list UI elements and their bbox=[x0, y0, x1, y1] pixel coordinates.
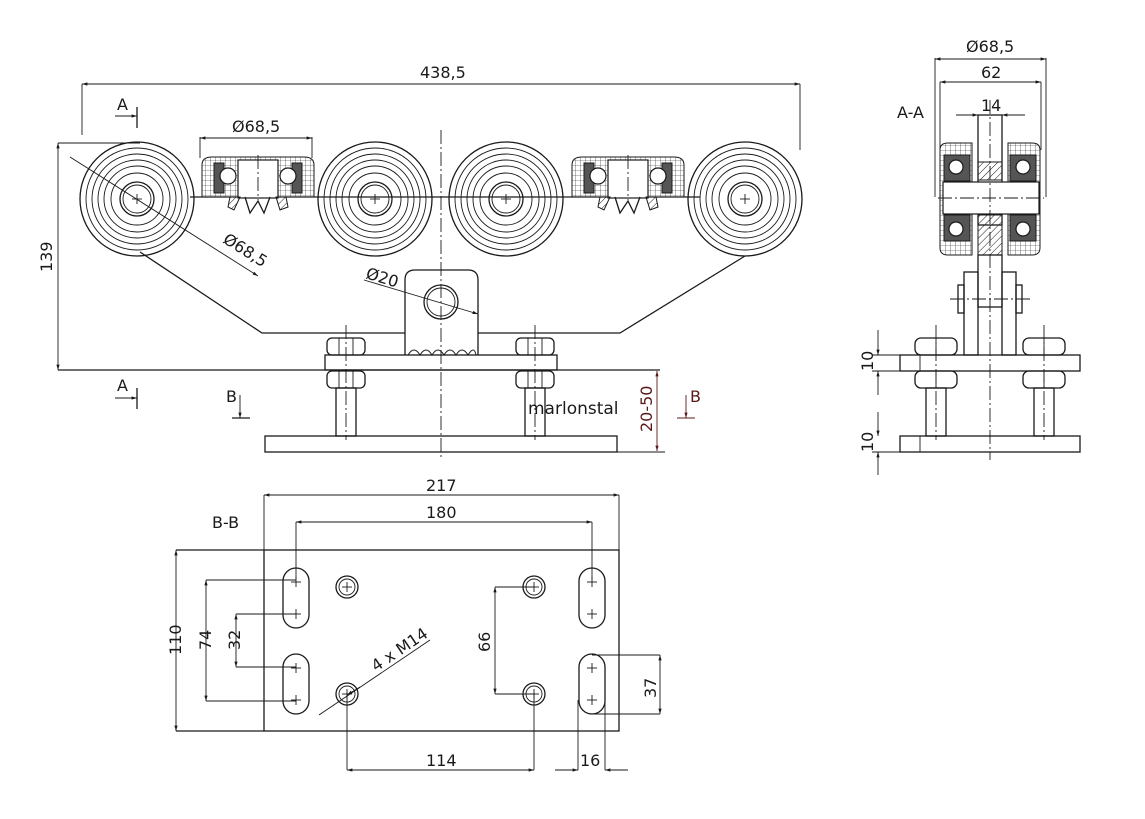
threaded-hole bbox=[335, 575, 359, 599]
svg-text:Ø68,5: Ø68,5 bbox=[232, 117, 280, 136]
bolt-right bbox=[515, 325, 555, 440]
svg-text:B: B bbox=[226, 387, 237, 406]
slots-group bbox=[282, 567, 606, 715]
guide-roller-left bbox=[201, 155, 315, 215]
section-aa-view: A-A Ø68,5 62 14 bbox=[858, 37, 1081, 475]
wheels-group bbox=[79, 141, 803, 257]
svg-text:14: 14 bbox=[981, 96, 1001, 115]
section-marker-a-top: A bbox=[115, 95, 138, 128]
guide-roller-right bbox=[571, 155, 685, 215]
section-marker-b-right: B bbox=[677, 387, 701, 419]
overall-length-label: 438,5 bbox=[420, 63, 466, 82]
dimension-guide-roller: Ø68,5 bbox=[199, 117, 313, 158]
svg-text:10: 10 bbox=[858, 432, 877, 452]
body-right-edge bbox=[478, 255, 746, 334]
svg-text:74: 74 bbox=[196, 630, 215, 650]
mounting-slot bbox=[578, 653, 606, 715]
mounting-slot bbox=[282, 567, 310, 629]
svg-text:217: 217 bbox=[426, 476, 457, 495]
section-bb-title: B-B bbox=[212, 513, 239, 532]
svg-text:37: 37 bbox=[641, 678, 660, 698]
base-plate-outline bbox=[263, 549, 620, 732]
pin-bracket bbox=[404, 269, 479, 356]
bolt-left bbox=[326, 325, 366, 440]
dimension-pin-diameter: Ø20 bbox=[364, 264, 479, 315]
svg-text:20-50: 20-50 bbox=[637, 386, 656, 433]
wheel bbox=[687, 141, 803, 257]
front-view: 438,5 139 A A bbox=[37, 63, 803, 460]
svg-text:Ø20: Ø20 bbox=[364, 264, 401, 292]
holes-group bbox=[335, 575, 546, 706]
svg-text:4 x M14: 4 x M14 bbox=[368, 624, 432, 676]
wheel bbox=[448, 141, 564, 257]
body-left-edge bbox=[139, 251, 405, 334]
svg-text:B: B bbox=[690, 387, 701, 406]
svg-text:32: 32 bbox=[225, 630, 244, 650]
section-bb-view: B-B 217 180 110 74 32 4 x M14 bbox=[166, 476, 662, 772]
mounting-slot bbox=[282, 653, 310, 715]
svg-text:A: A bbox=[117, 95, 128, 114]
svg-text:Ø68,5: Ø68,5 bbox=[220, 229, 271, 271]
dimension-overall-length: 438,5 bbox=[81, 63, 801, 150]
dimension-adjust-range: 20-50 bbox=[637, 371, 659, 451]
section-marker-b-left: B bbox=[226, 387, 250, 419]
base-plate bbox=[264, 435, 618, 453]
svg-text:110: 110 bbox=[166, 624, 185, 655]
svg-text:10: 10 bbox=[858, 351, 877, 371]
dimension-height: 139 bbox=[37, 142, 140, 371]
wheel bbox=[79, 141, 195, 257]
height-label: 139 bbox=[37, 241, 56, 272]
svg-text:180: 180 bbox=[426, 503, 457, 522]
svg-text:Ø68,5: Ø68,5 bbox=[966, 37, 1014, 56]
wheel bbox=[317, 141, 433, 257]
svg-text:62: 62 bbox=[981, 63, 1001, 82]
svg-text:66: 66 bbox=[475, 632, 494, 652]
mounting-slot bbox=[578, 567, 606, 629]
section-marker-a-bottom: A bbox=[115, 376, 138, 409]
svg-text:16: 16 bbox=[580, 751, 600, 770]
brand-label: marlonstal bbox=[528, 399, 619, 419]
svg-text:A: A bbox=[117, 376, 128, 395]
section-aa-title: A-A bbox=[897, 103, 924, 122]
svg-text:114: 114 bbox=[426, 751, 457, 770]
